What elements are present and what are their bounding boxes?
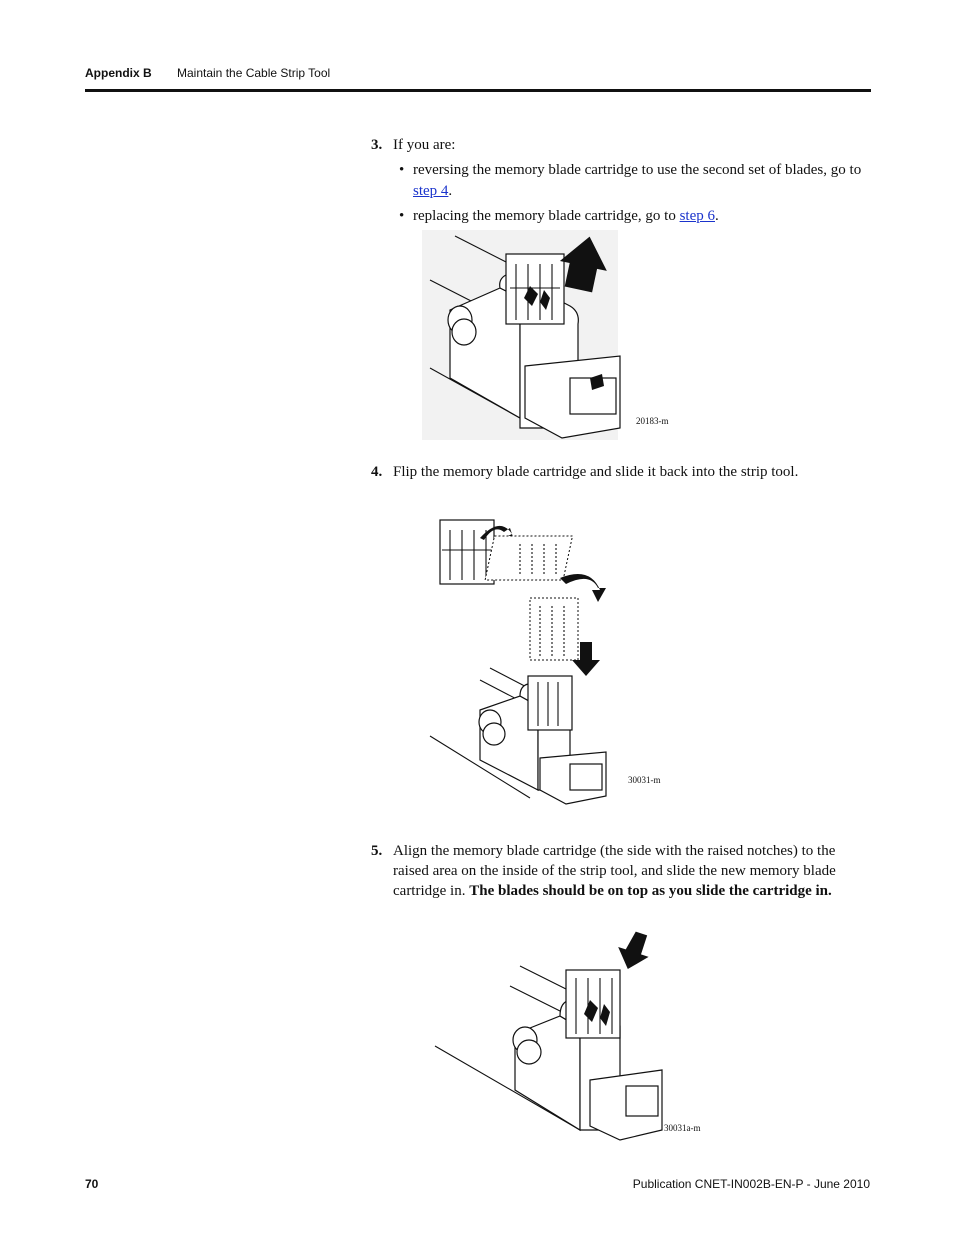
bullet-icon: • (399, 162, 405, 178)
figure-insert-cartridge (434, 931, 663, 1141)
appendix-label: Appendix B (85, 66, 152, 80)
header-rule (85, 89, 871, 92)
bullet-text: replacing the memory blade cartridge, go… (413, 208, 680, 224)
step-bold-note: The blades should be on top as you slide… (469, 883, 832, 899)
figure-3-id: 30031a-m (664, 1123, 701, 1133)
bullet-item: • reversing the memory blade cartridge t… (399, 160, 871, 202)
bullet-item: • replacing the memory blade cartridge, … (399, 206, 871, 227)
bullet-text-end: . (715, 208, 719, 224)
page-header: Appendix B Maintain the Cable Strip Tool (85, 66, 330, 80)
step-4-link[interactable]: step 4 (413, 183, 449, 199)
bullet-icon: • (399, 208, 405, 224)
step-text: Align the memory blade cartridge (the si… (393, 843, 836, 899)
publication-info: Publication CNET-IN002B-EN-P - June 2010 (632, 1177, 870, 1191)
page-number: 70 (85, 1177, 99, 1191)
figure-2-id: 30031-m (628, 775, 661, 785)
figure-flip-cartridge (429, 519, 607, 805)
step-text: Flip the memory blade cartridge and slid… (393, 464, 799, 480)
figure-remove-cartridge (422, 230, 621, 440)
bullet-text: reversing the memory blade cartridge to … (413, 162, 862, 178)
step-number: 5. (371, 843, 383, 859)
step-3: 3. If you are: (371, 135, 871, 155)
step-number: 3. (371, 137, 383, 153)
step-4: 4. Flip the memory blade cartridge and s… (371, 462, 871, 482)
step-6-link[interactable]: step 6 (679, 208, 715, 224)
section-title: Maintain the Cable Strip Tool (177, 66, 331, 80)
step-text: If you are: (393, 137, 456, 153)
bullet-text-end: . (448, 183, 453, 199)
step-5: 5. Align the memory blade cartridge (the… (371, 841, 871, 901)
figure-1-id: 20183-m (636, 416, 669, 426)
step-number: 4. (371, 464, 383, 480)
